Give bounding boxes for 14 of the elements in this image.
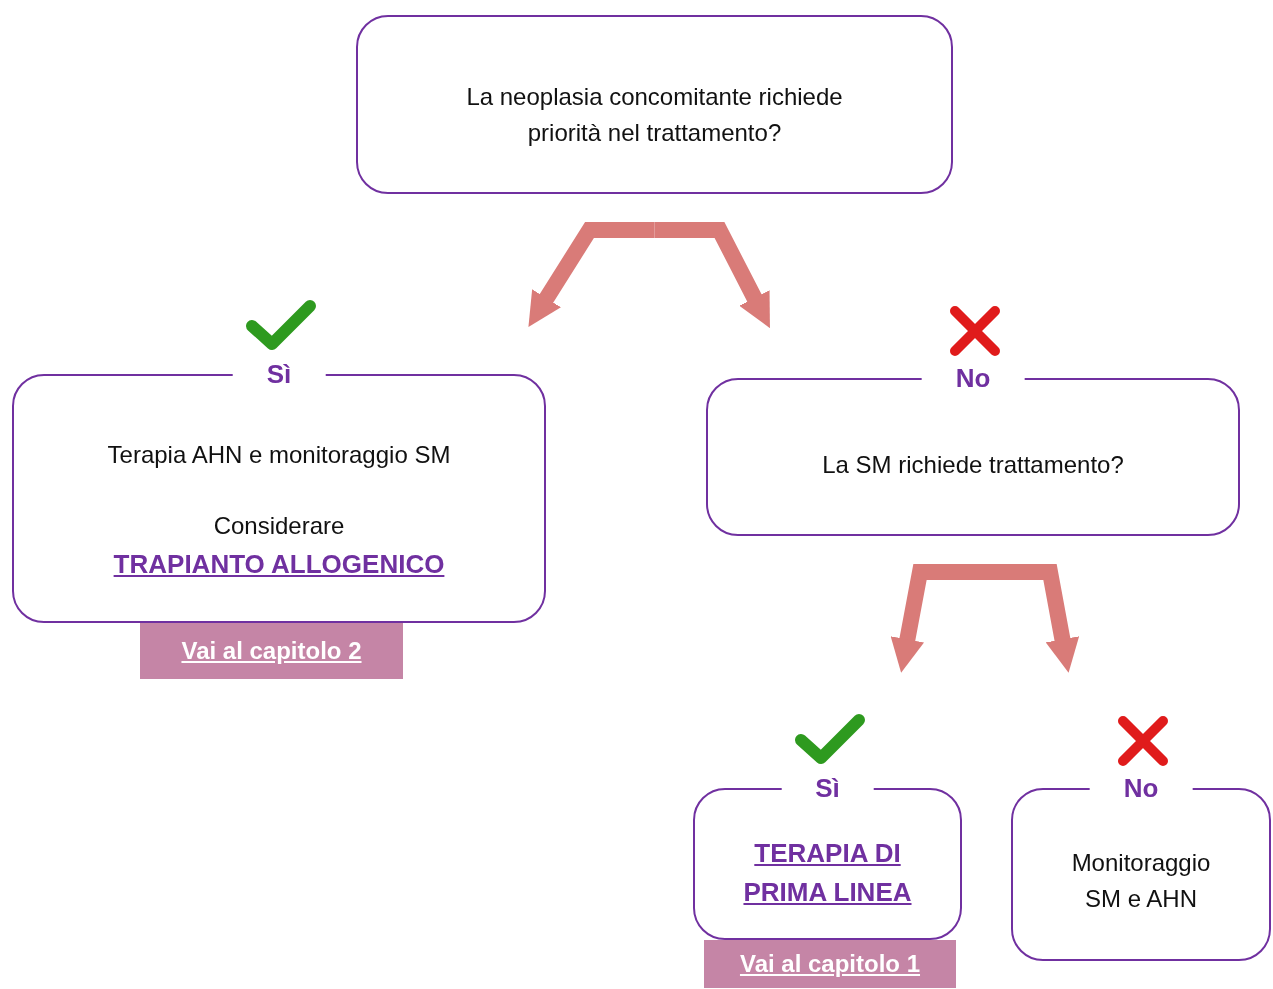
question-box: [356, 15, 953, 194]
box-text: Terapia AHN e monitoraggio SM: [107, 440, 451, 470]
chapter-button: Vai al capitolo 2: [140, 623, 403, 679]
chapter-link: TRAPIANTO ALLOGENICO: [113, 548, 445, 581]
box-text: Monitoraggio SM e AHN: [1070, 848, 1212, 914]
box-text: La SM richiede trattamento?: [822, 450, 1124, 480]
arrow: [654, 222, 770, 329]
arrow: [985, 564, 1080, 673]
box-text: La neoplasia concomitante richiede priorità nel trattamento?: [465, 82, 844, 148]
chapter-button: Vai al capitolo 1: [704, 940, 956, 988]
arrow: [890, 564, 985, 673]
chapter-link: TERAPIA DI PRIMA LINEA: [742, 837, 913, 909]
arrow: [528, 222, 655, 327]
box-text: Considerare: [213, 511, 345, 541]
